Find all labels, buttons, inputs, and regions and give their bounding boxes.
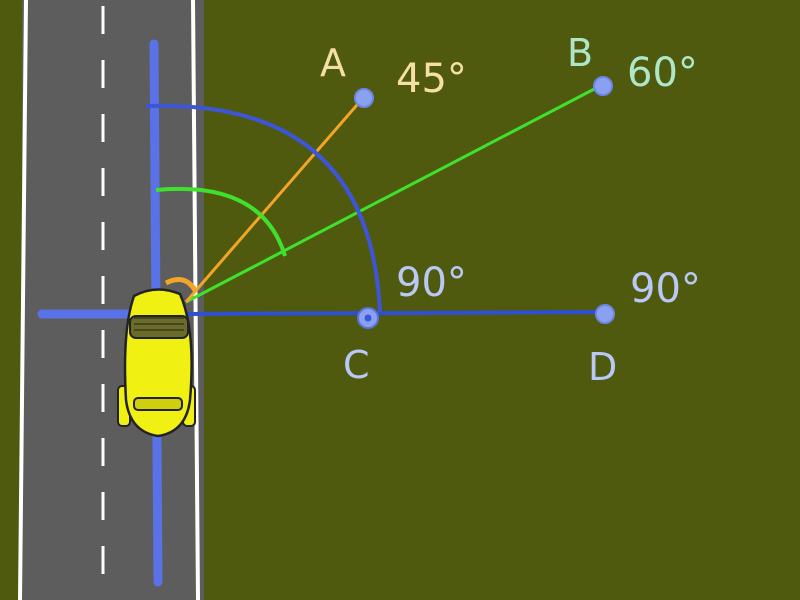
ray-to-A <box>184 97 365 303</box>
ray-to-D <box>185 310 609 316</box>
label-B: B <box>567 31 593 75</box>
point-C-center <box>364 314 372 322</box>
label-D: D <box>588 345 617 389</box>
arc-90-degree <box>145 103 382 313</box>
point-C <box>357 307 379 329</box>
ray-to-B <box>185 84 601 304</box>
arc-45-degree <box>164 277 199 294</box>
car-rear-window <box>133 397 183 411</box>
car-body <box>123 288 193 438</box>
point-B-marker <box>593 76 613 96</box>
arc-60-degree <box>155 186 287 257</box>
point-A <box>354 88 374 108</box>
angle-label-C: 90° <box>396 260 467 306</box>
label-C: C <box>343 343 370 387</box>
angle-label-D: 90° <box>630 266 701 312</box>
car-windshield-hatch <box>134 317 184 331</box>
road-edge-right <box>191 0 200 600</box>
angle-label-A: 45° <box>396 56 467 102</box>
car-windshield <box>129 315 189 339</box>
point-D-marker <box>595 304 615 324</box>
point-B <box>593 76 613 96</box>
angle-label-B: 60° <box>627 50 698 96</box>
point-D <box>595 304 615 324</box>
car-icon <box>117 288 196 438</box>
point-A-marker <box>354 88 374 108</box>
road-edge-left <box>18 0 28 600</box>
label-A: A <box>320 41 346 85</box>
